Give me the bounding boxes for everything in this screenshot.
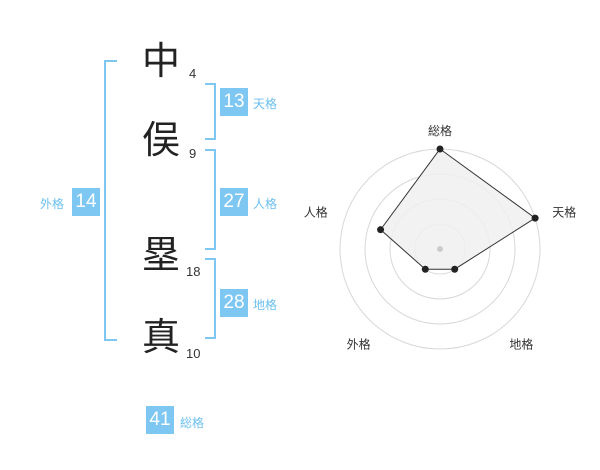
- tenkaku-value-badge: 13: [220, 88, 248, 116]
- radar-point-2: [531, 214, 539, 222]
- name-char-4: 真: [141, 315, 180, 359]
- radar-center-dot: [437, 246, 443, 252]
- tenkaku-bracket: [205, 83, 216, 140]
- radar-axis-label-2: 天格: [552, 205, 576, 220]
- radar-axis-label-4: 外格: [347, 336, 371, 351]
- chikaku-label: 地格: [253, 298, 278, 312]
- name-char-1: 中: [141, 39, 180, 83]
- jinkaku-label: 人格: [253, 197, 278, 211]
- jinkaku-value-badge: 27: [220, 188, 248, 216]
- radar-point-1: [436, 145, 444, 153]
- stroke-count-2: 9: [189, 146, 197, 161]
- radar-point-4: [421, 265, 429, 273]
- gaikaku-label: 外格: [40, 197, 65, 211]
- chikaku-value-badge: 28: [220, 289, 248, 317]
- stroke-count-3: 18: [186, 264, 201, 279]
- soukaku-label: 総格: [180, 416, 205, 430]
- radar-polygon: [379, 148, 536, 270]
- gaikaku-value-badge: 14: [72, 188, 100, 216]
- radar-axis-label-5: 人格: [304, 205, 328, 220]
- stroke-count-1: 4: [189, 66, 197, 81]
- radar-axis-label-3: 地格: [509, 336, 533, 351]
- gaikaku-bracket: [104, 60, 117, 341]
- radar-point-3: [451, 265, 459, 273]
- name-char-3: 塁: [141, 233, 180, 277]
- radar-point-5: [377, 226, 385, 234]
- soukaku-value-badge: 41: [146, 406, 174, 434]
- stroke-count-4: 10: [186, 346, 201, 361]
- chikaku-bracket: [205, 258, 216, 339]
- name-char-2: 俣: [141, 118, 180, 162]
- jinkaku-bracket: [205, 149, 216, 250]
- tenkaku-label: 天格: [253, 97, 278, 111]
- radar-axis-label-1: 総格: [428, 123, 452, 138]
